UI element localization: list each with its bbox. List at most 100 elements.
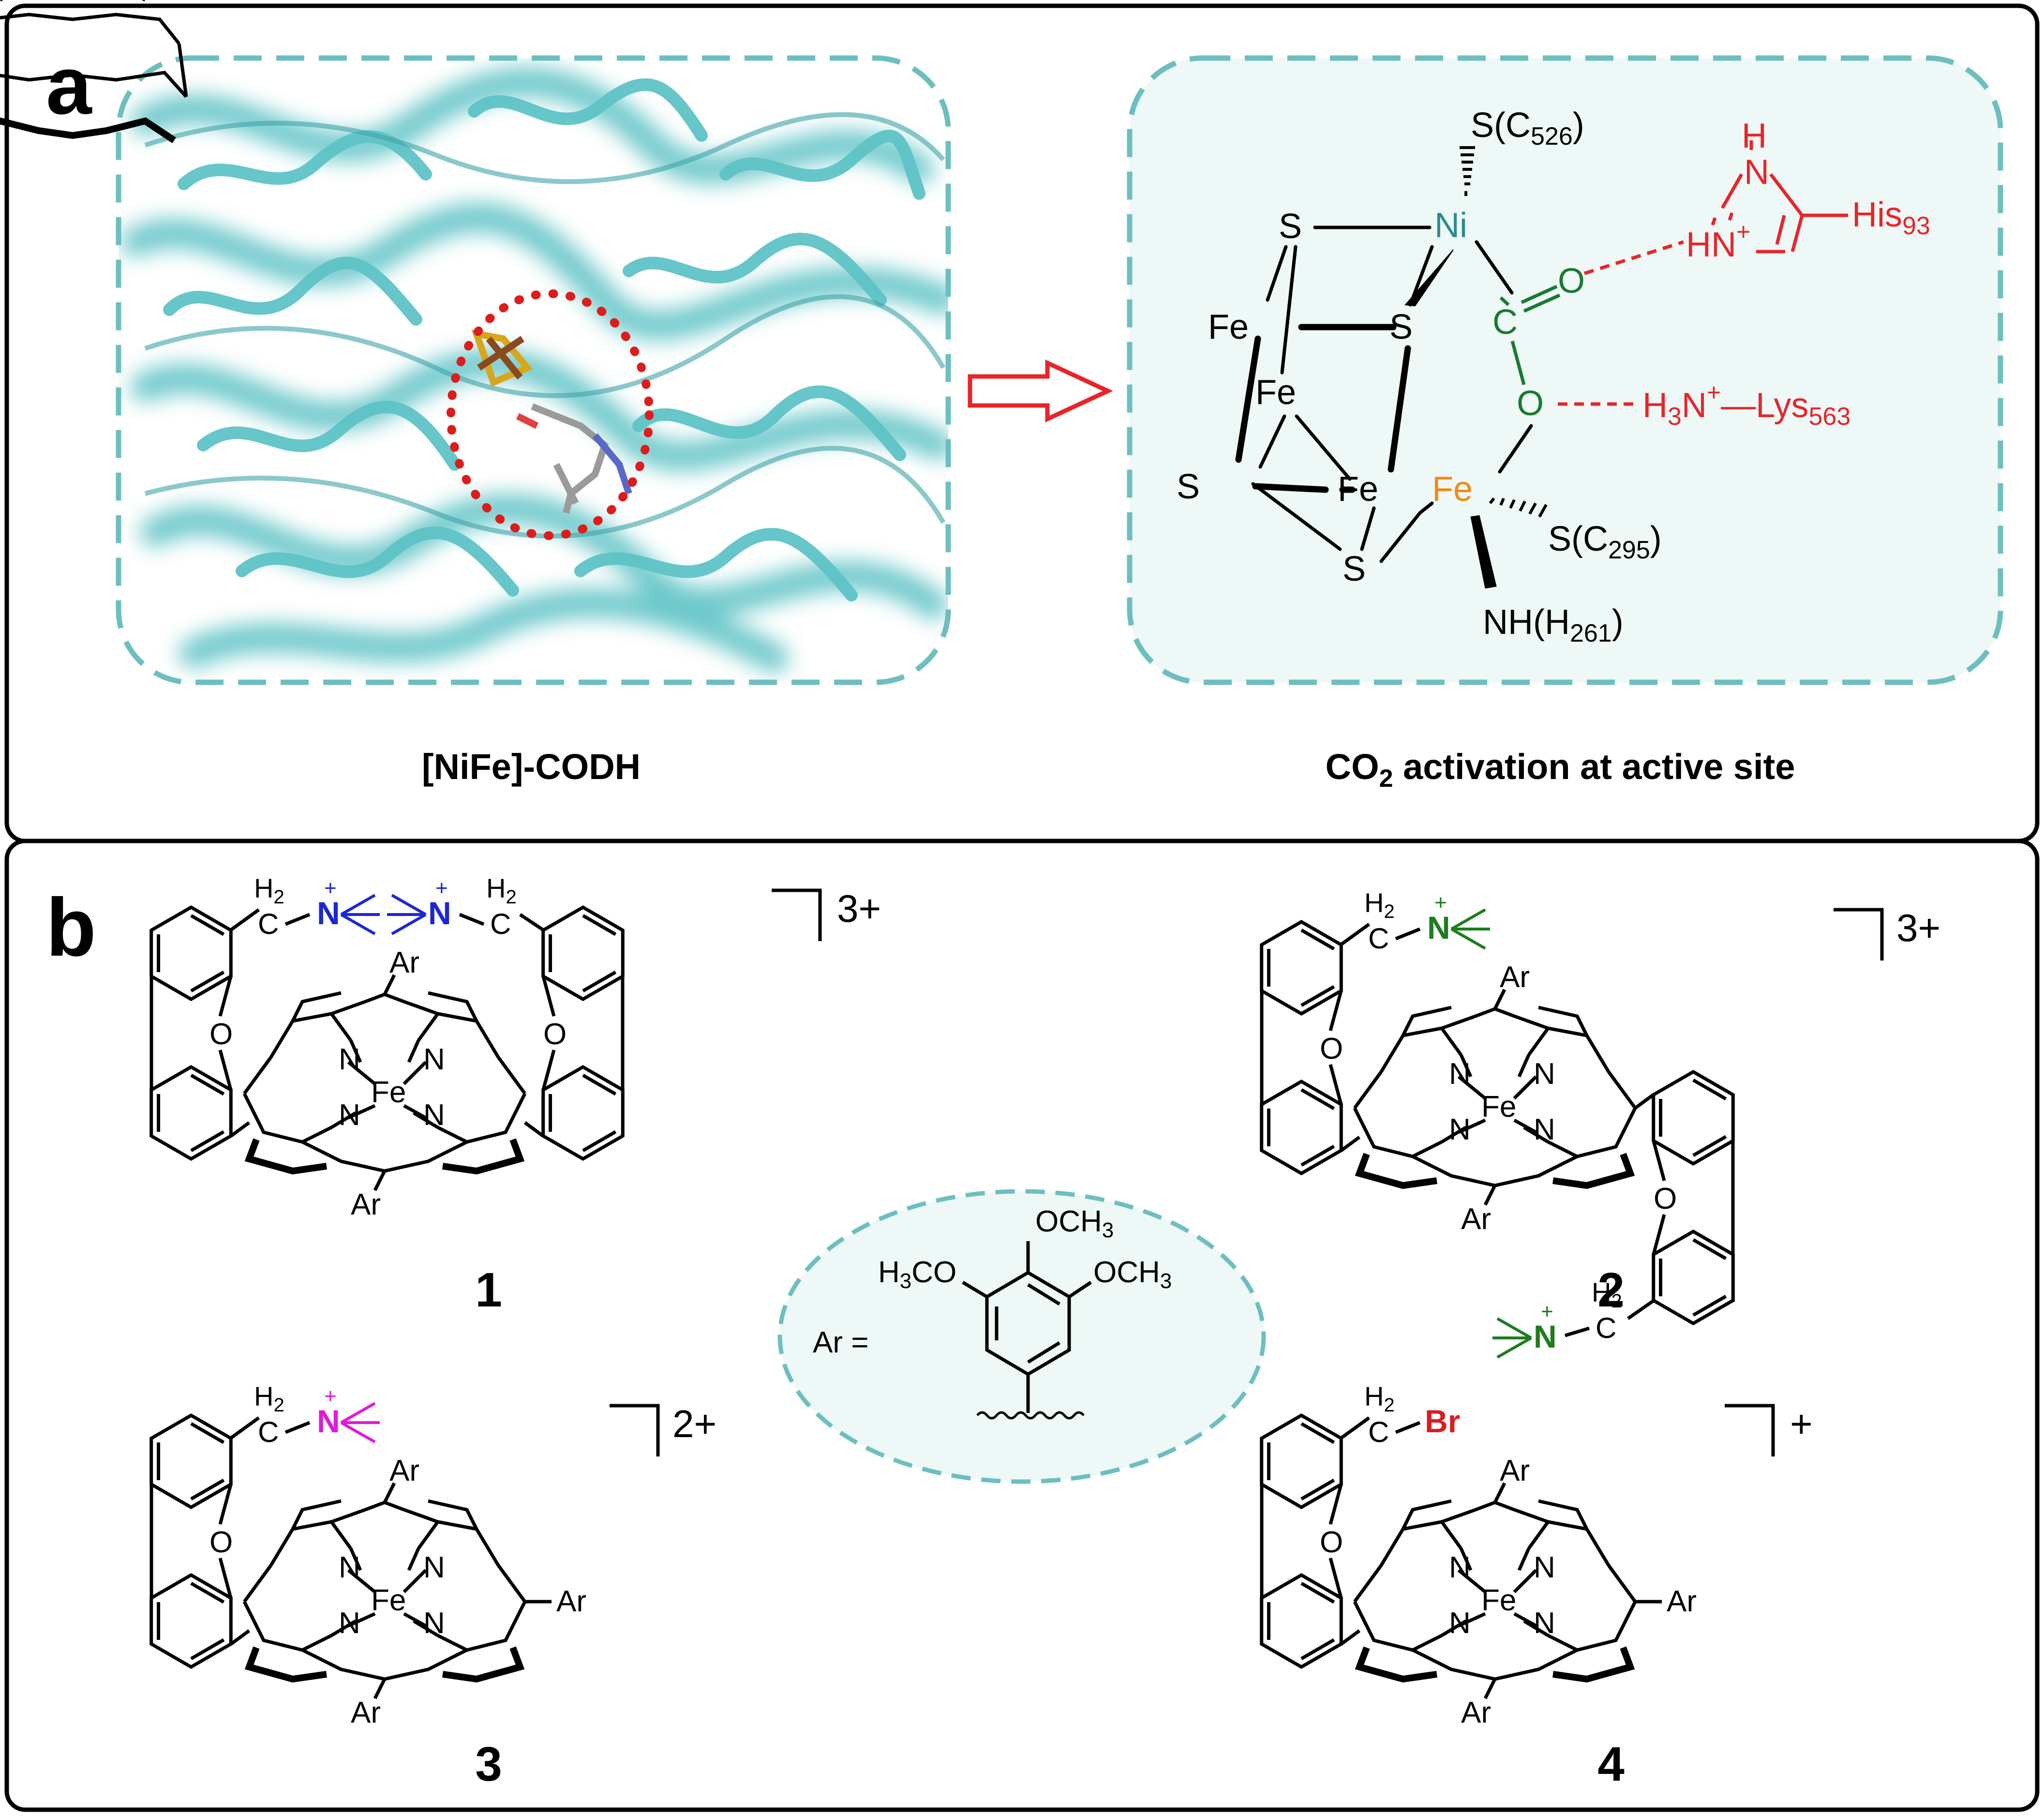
ar-label: Ar [351, 1188, 381, 1221]
cluster-bonds [1235, 225, 1533, 563]
his-hn: HN+ [1686, 218, 1750, 264]
charge-plus: + [324, 876, 337, 900]
lys-563: H3N+—Lys563 [1642, 379, 1850, 431]
atom-s-left: S [1177, 467, 1200, 506]
stereo-bonds [1460, 146, 1548, 589]
charge-2: 3+ [1896, 906, 1940, 949]
atom-n-quaternary: N [1534, 1319, 1557, 1354]
atom-s-mid: S [1389, 308, 1413, 346]
atom-n: N [1449, 1057, 1471, 1091]
panel-a-label: a [46, 40, 92, 132]
porphyrin-core [242, 1482, 527, 1699]
ch2-group: H2C [1364, 1381, 1395, 1448]
charge-3: 2+ [672, 1402, 716, 1445]
atom-ni: Ni [1434, 206, 1467, 245]
ch2-group: H2C [1364, 887, 1395, 955]
atom-fe-low: Fe [1338, 470, 1378, 509]
atom-o: O [1320, 1032, 1343, 1066]
ligand-his261: NH(H261) [1483, 603, 1624, 647]
atom-n: N [339, 1098, 360, 1132]
porphyrin-core [242, 974, 527, 1191]
ligand-cys526: S(C526) [1471, 106, 1584, 150]
panel-b-frame [4, 839, 2040, 1812]
furan-bonds [149, 976, 233, 1090]
benzene-ring [1260, 919, 1343, 1016]
furan-bonds [149, 1484, 233, 1598]
atom-o: O [209, 1526, 233, 1559]
ammonium-group: N+ [1492, 1300, 1557, 1359]
svg-text:OCH3: OCH3 [1035, 1205, 1114, 1242]
svg-text:H2: H2 [254, 1381, 284, 1416]
atom-n-quaternary: N [1427, 910, 1450, 946]
hydrogen-bonds [1558, 240, 1685, 406]
svg-text:H2: H2 [1364, 887, 1395, 922]
furan-bonds [1260, 1484, 1343, 1598]
svg-text:OCH3: OCH3 [1093, 1256, 1172, 1293]
benzene-ring [149, 1065, 233, 1161]
svg-text:C: C [1596, 1312, 1616, 1344]
ar-label: Ar [1500, 1454, 1530, 1487]
svg-text:C: C [490, 908, 511, 940]
ammonium-group: N+ [1427, 891, 1490, 950]
charge-4: + [1790, 1402, 1813, 1445]
ar-label: Ar [1461, 1696, 1491, 1729]
protein-dashed-box [116, 55, 951, 685]
protein-structure-image [119, 58, 948, 682]
charge-plus: + [1541, 1300, 1553, 1323]
svg-text:C: C [1368, 1416, 1389, 1448]
atom-n: N [1534, 1551, 1555, 1584]
atom-s-bottom: S [1343, 550, 1366, 588]
svg-text:H2: H2 [254, 873, 284, 908]
ch2-group: H2C [254, 1381, 284, 1448]
svg-text:C: C [1368, 922, 1389, 955]
ar-label: Ar [1500, 961, 1530, 994]
ligand-cys295: S(C295) [1548, 520, 1662, 564]
benzene-ring [149, 1573, 233, 1669]
atom-n-quaternary: N [428, 895, 451, 931]
benzene-ring [1260, 1413, 1343, 1510]
atom-o: O [543, 1018, 567, 1051]
ch2-group: H2C [254, 873, 284, 940]
ch2-group: H2C [486, 873, 517, 940]
compound-number-3: 3 [475, 1737, 502, 1791]
atom-n: N [1449, 1606, 1471, 1640]
atom-n: N [339, 1043, 360, 1076]
atom-fe-mid: Fe [1255, 373, 1296, 412]
atom-n: N [423, 1551, 445, 1584]
ammonium-group: N+ [387, 876, 451, 935]
charge-1: 3+ [837, 887, 881, 930]
furan-bonds [1260, 991, 1343, 1105]
porphyrin-template [0, 0, 188, 143]
charge-plus: + [324, 1384, 337, 1408]
svg-text:Ar =: Ar = [813, 1326, 868, 1359]
furan-bonds [541, 976, 625, 1090]
benzene-ring [1260, 1079, 1343, 1176]
his-n: N [1744, 153, 1769, 192]
compound-number-4: 4 [1597, 1737, 1625, 1791]
charge-brackets [610, 888, 1884, 1456]
benzene-ring [541, 905, 625, 1002]
atom-n-quaternary: N [317, 895, 340, 931]
atom-s-top: S [1279, 207, 1302, 246]
atom-br: Br [1425, 1403, 1460, 1439]
protein-caption: [NiFe]-CODH [422, 747, 641, 787]
ammonium-group: N+ [317, 1384, 380, 1443]
his-h: H [1742, 117, 1767, 155]
svg-text:H3CO: H3CO [878, 1256, 956, 1293]
atom-n: N [1449, 1113, 1471, 1146]
atom-n: N [423, 1606, 445, 1640]
atom-o-top: O [1558, 262, 1585, 300]
ar-label: Ar [1667, 1585, 1697, 1618]
atom-n: N [423, 1098, 445, 1132]
ammonium-group: N+ [317, 876, 380, 935]
benzene-ring [149, 1413, 233, 1510]
atom-fe: Fe [371, 1584, 406, 1617]
active-site-box [1127, 55, 2003, 685]
atom-n-quaternary: N [317, 1403, 340, 1439]
benzene-ring [1652, 1069, 1735, 1166]
